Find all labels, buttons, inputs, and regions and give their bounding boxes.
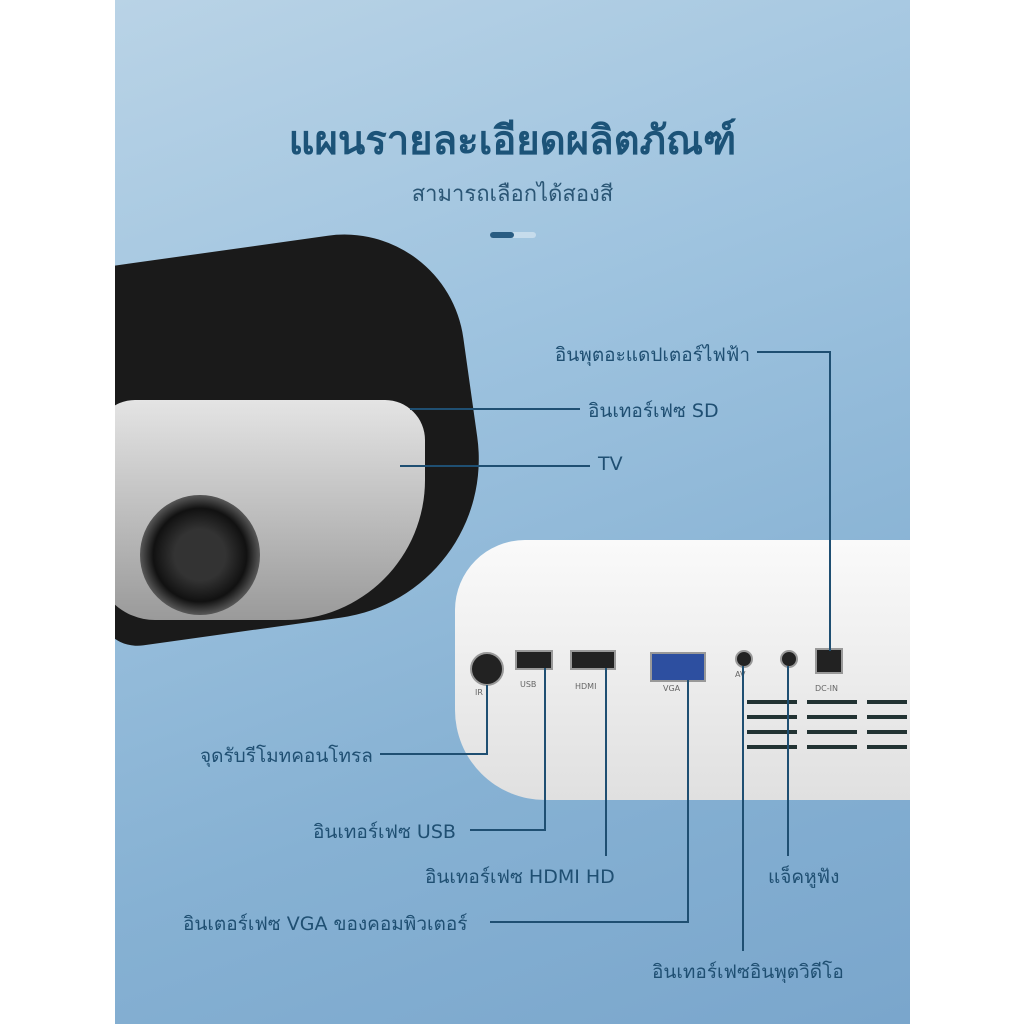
callout-av: อินเทอร์เฟซอินพุตวิดีโอ (652, 961, 844, 983)
port-label-av: AV (735, 670, 746, 679)
vent (747, 730, 907, 734)
callout-usb: อินเทอร์เฟซ USB (313, 821, 456, 843)
vga-port (650, 652, 706, 682)
callout-ir: จุดรับรีโมทคอนโทรล (200, 745, 373, 767)
port-label-vga: VGA (663, 684, 681, 693)
leader-line (605, 668, 607, 856)
callout-hdmi: อินเทอร์เฟซ HDMI HD (425, 866, 615, 888)
product-panel: IR USB HDMI VGA AV DC-IN แผนรายละเอียดผล… (115, 0, 910, 1024)
projector-lens (140, 495, 260, 615)
ir-sensor (470, 652, 504, 686)
port-label-ir: IR (475, 688, 483, 697)
port-label-usb: USB (520, 680, 537, 689)
vent (747, 715, 907, 719)
callout-headphone: แจ็คหูฟัง (768, 866, 840, 888)
vent (747, 745, 907, 749)
leader-line (410, 408, 580, 410)
leader-line (380, 753, 487, 755)
port-label-hdmi: HDMI (575, 682, 597, 691)
callout-dc-in: อินพุตอะแดปเตอร์ไฟฟ้า (554, 344, 750, 366)
av-port (735, 650, 753, 668)
leader-line (787, 666, 789, 856)
vent (747, 700, 907, 704)
page-title: แผนรายละเอียดผลิตภัณฑ์ (288, 118, 737, 164)
port-label-dc: DC-IN (815, 684, 838, 693)
leader-line (757, 351, 830, 353)
carousel-indicator (490, 232, 536, 238)
hdmi-port (570, 650, 616, 670)
page-subtitle: สามารถเลือกได้สองสี (411, 182, 614, 207)
callout-vga: อินเตอร์เฟซ VGA ของคอมพิวเตอร์ (183, 913, 468, 935)
leader-line (544, 668, 546, 831)
leader-line (829, 351, 831, 651)
leader-line (470, 829, 545, 831)
dc-in-port (815, 648, 843, 674)
callout-sd: อินเทอร์เฟซ SD (588, 400, 719, 422)
leader-line (486, 685, 488, 755)
leader-line (400, 465, 590, 467)
leader-line (687, 680, 689, 923)
usb-port (515, 650, 553, 670)
callout-tv: TV (598, 453, 623, 475)
headphone-port (780, 650, 798, 668)
leader-line (742, 666, 744, 951)
leader-line (490, 921, 688, 923)
